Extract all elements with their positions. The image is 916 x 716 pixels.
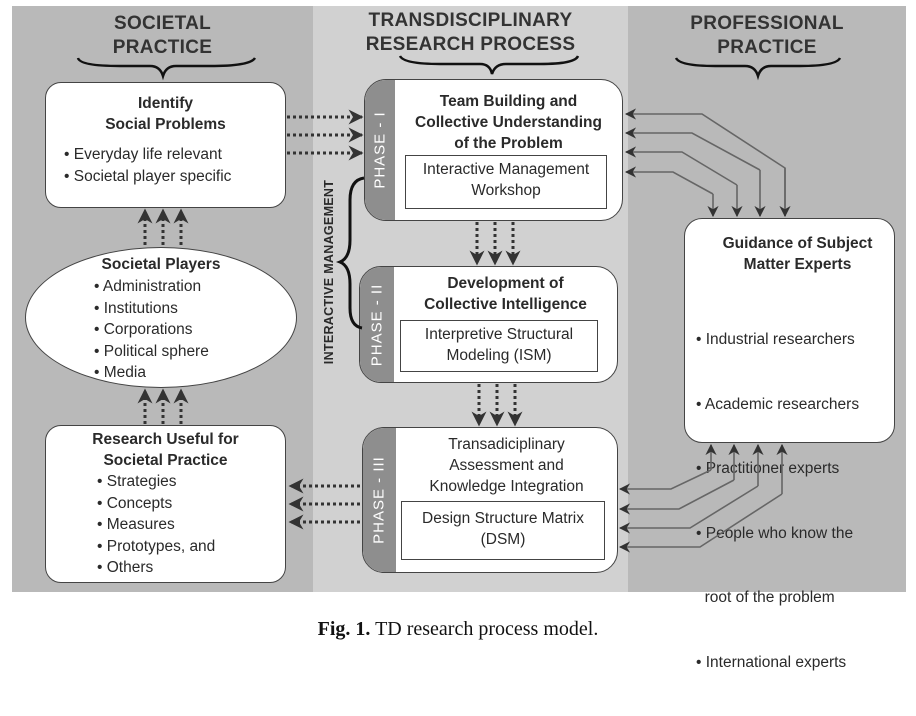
list-item: • International experts [696,653,847,671]
list-item: • Institutions [94,299,178,317]
method-line: Interactive Management [422,161,590,178]
list-item: • Measures [97,516,175,533]
list-item: • Prototypes, and [97,537,216,555]
list-item: • Others [97,559,154,576]
phase-title-line: Knowledge Integration [429,478,584,495]
phase-strip: PHASE - III [363,428,396,572]
list-item: • Academic researchers [696,395,860,413]
phase-strip: PHASE - II [360,267,394,382]
list-item: • Political sphere [94,342,209,360]
heading-line: PRACTICE [112,37,213,58]
list-item: • Media [94,364,146,381]
method-line: Interpretive Structural [424,326,574,343]
phase-3-box: PHASE - III Transadiciplinary Assessment… [362,427,618,573]
heading-line: SOCIETAL [113,13,212,34]
heading-line: PROFESSIONAL [690,13,844,34]
societal-players-title: Societal Players [101,256,221,273]
method-box: Design Structure Matrix (DSM) [401,501,605,560]
phase-title-line: Development of [447,275,564,292]
caption-label: Fig. 1. [317,618,371,640]
research-process-heading: TRANSDISCIPLINARY RESEARCH PROCESS [313,9,628,57]
list-item: • Societal player specific [64,167,232,185]
phase-title-line: of the Problem [454,135,563,152]
phase-2-box: PHASE - II Development of Collective Int… [359,266,618,383]
method-line: (DSM) [480,531,526,548]
box-title-line: Matter Experts [743,256,852,273]
phase-1-box: PHASE - I Team Building and Collective U… [364,79,623,221]
phase-title-line: Team Building and [439,93,578,110]
list-item: root of the problem [696,589,835,606]
method-box: Interactive Management Workshop [405,155,607,209]
phase-label: PHASE - III [370,456,388,544]
interactive-management-label: INTERACTIVE MANAGEMENT [322,179,336,365]
research-useful-box: Research Useful for Societal Practice • … [45,425,286,583]
list-item: • Corporations [94,321,193,338]
box-title-line: Social Problems [105,116,226,133]
phase-label: PHASE - II [368,283,386,366]
list-item: • Concepts [97,494,173,512]
list-item: • Administration [94,278,202,295]
method-line: Workshop [471,182,541,199]
heading-line: RESEARCH PROCESS [365,34,576,55]
subject-matter-experts-box: Guidance of Subject Matter Experts • Ind… [684,218,895,671]
phase-title-line: Collective Understanding [415,114,602,131]
societal-players-ellipse: Societal Players • Administration • Inst… [25,247,297,388]
list-item: • Everyday life relevant [64,146,222,163]
phase-strip: PHASE - I [365,80,395,220]
phase-title-line: Assessment and [449,457,564,474]
method-line: Design Structure Matrix [422,510,584,527]
box-title-line: Guidance of Subject [722,235,873,252]
phase-label: PHASE - I [371,111,389,189]
figure-caption: Fig. 1. TD research process model. [0,618,916,641]
method-box: Interpretive Structural Modeling (ISM) [400,320,598,372]
list-item: • Strategies [97,473,177,490]
list-item: • Industrial researchers [696,331,855,348]
box-title-line: Societal Practice [103,452,228,469]
professional-practice-heading: PROFESSIONAL PRACTICE [628,12,906,60]
list-item: • People who know the [696,524,854,542]
heading-line: TRANSDISCIPLINARY [368,10,573,31]
phase-title-line: Transadiciplinary [448,436,565,453]
identify-social-problems-box: Identify Social Problems • Everyday life… [45,82,286,208]
heading-line: PRACTICE [717,37,817,58]
societal-practice-heading: SOCIETAL PRACTICE [12,12,313,60]
box-title-line: Research Useful for [92,431,239,448]
list-item: • Practitioner experts [696,460,840,477]
box-title-line: Identify [137,95,194,112]
method-line: Modeling (ISM) [446,347,552,364]
caption-text: TD research process model. [370,618,599,640]
phase-title-line: Collective Intelligence [424,296,587,313]
